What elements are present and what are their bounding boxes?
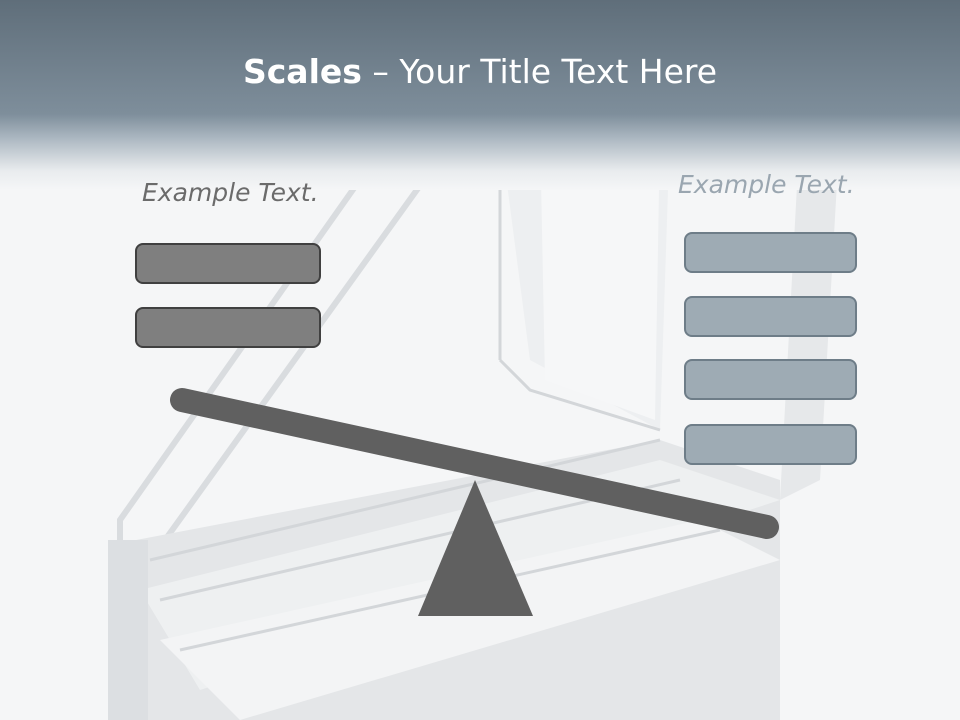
header-band	[0, 0, 960, 190]
right-box-4	[684, 424, 857, 465]
left-box-2	[135, 307, 321, 348]
scale-fulcrum	[418, 480, 533, 616]
right-box-2	[684, 296, 857, 337]
scale-beam	[170, 388, 779, 539]
left-label: Example Text.	[142, 178, 319, 207]
title-bold: Scales	[242, 52, 362, 91]
right-box-3	[684, 359, 857, 400]
title-rest: – Your Title Text Here	[361, 52, 718, 91]
left-box-1	[135, 243, 321, 284]
right-box-1	[684, 232, 857, 273]
page-title: Scales – Your Title Text Here	[0, 52, 960, 91]
right-label: Example Text.	[678, 170, 855, 199]
